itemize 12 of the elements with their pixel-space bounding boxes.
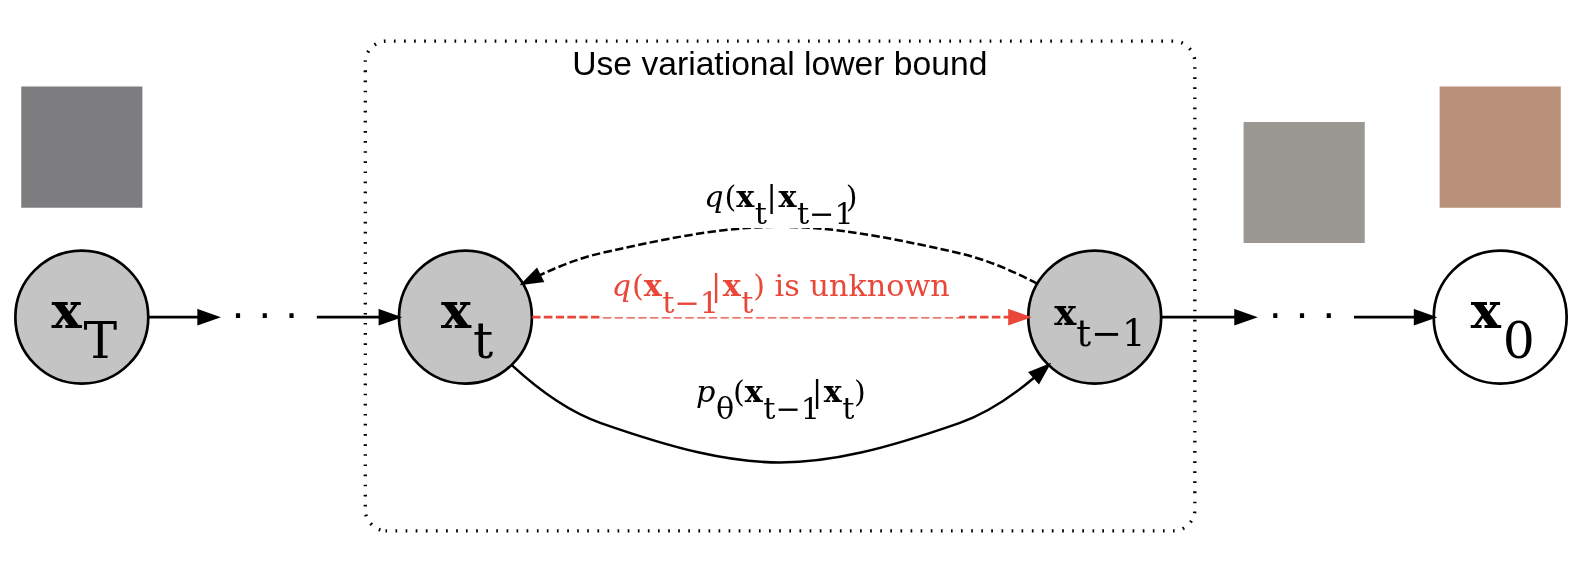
arrow [148,308,221,326]
node-box [21,86,143,208]
arrow [510,362,1052,464]
arrow [532,308,1032,326]
node-text: · · · [230,287,299,337]
arrow [1354,308,1438,326]
arrow [1161,308,1258,326]
node-box [1243,121,1365,244]
arrow [519,225,1038,286]
arrow [316,308,403,326]
node-text: · · · [1268,287,1336,337]
node-box [1439,86,1561,208]
